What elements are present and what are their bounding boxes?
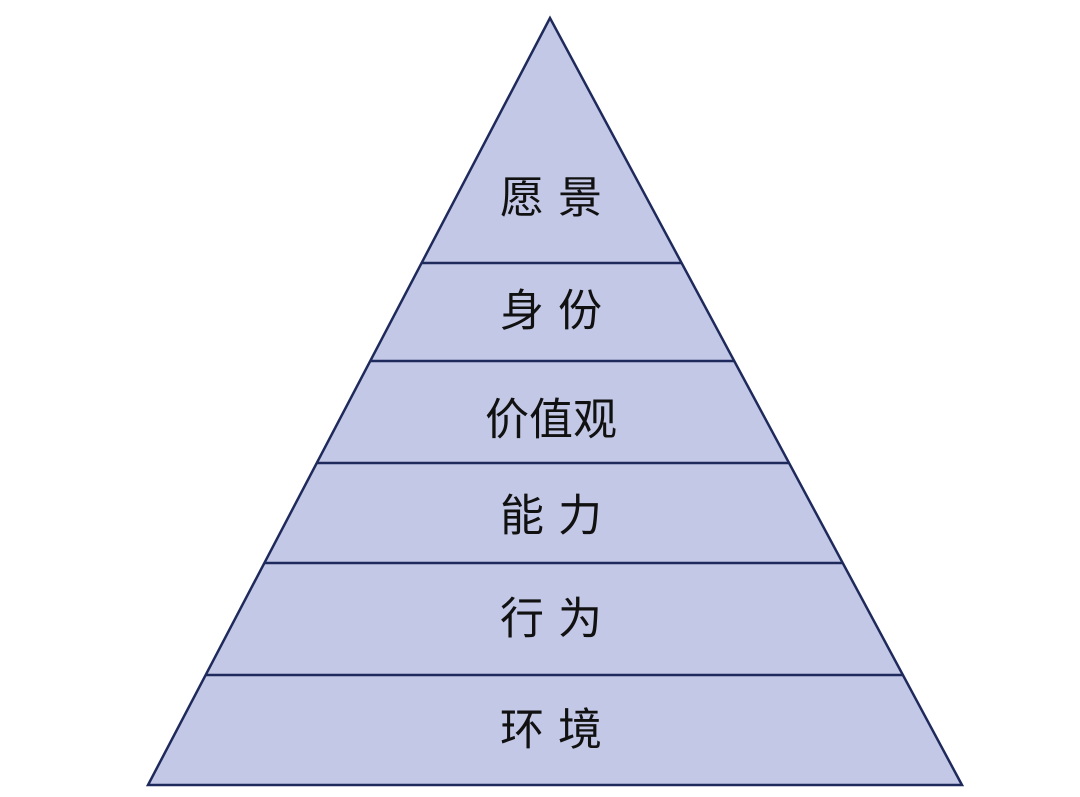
level-label-identity: 身 份 — [500, 286, 602, 337]
level-label-vision: 愿 景 — [500, 173, 602, 224]
pyramid-triangle — [145, 15, 965, 787]
level-label-environment: 环 境 — [500, 705, 602, 756]
level-label-values: 价值观 — [485, 395, 617, 446]
level-label-behavior: 行 为 — [500, 594, 602, 645]
level-label-capability: 能 力 — [500, 491, 602, 542]
